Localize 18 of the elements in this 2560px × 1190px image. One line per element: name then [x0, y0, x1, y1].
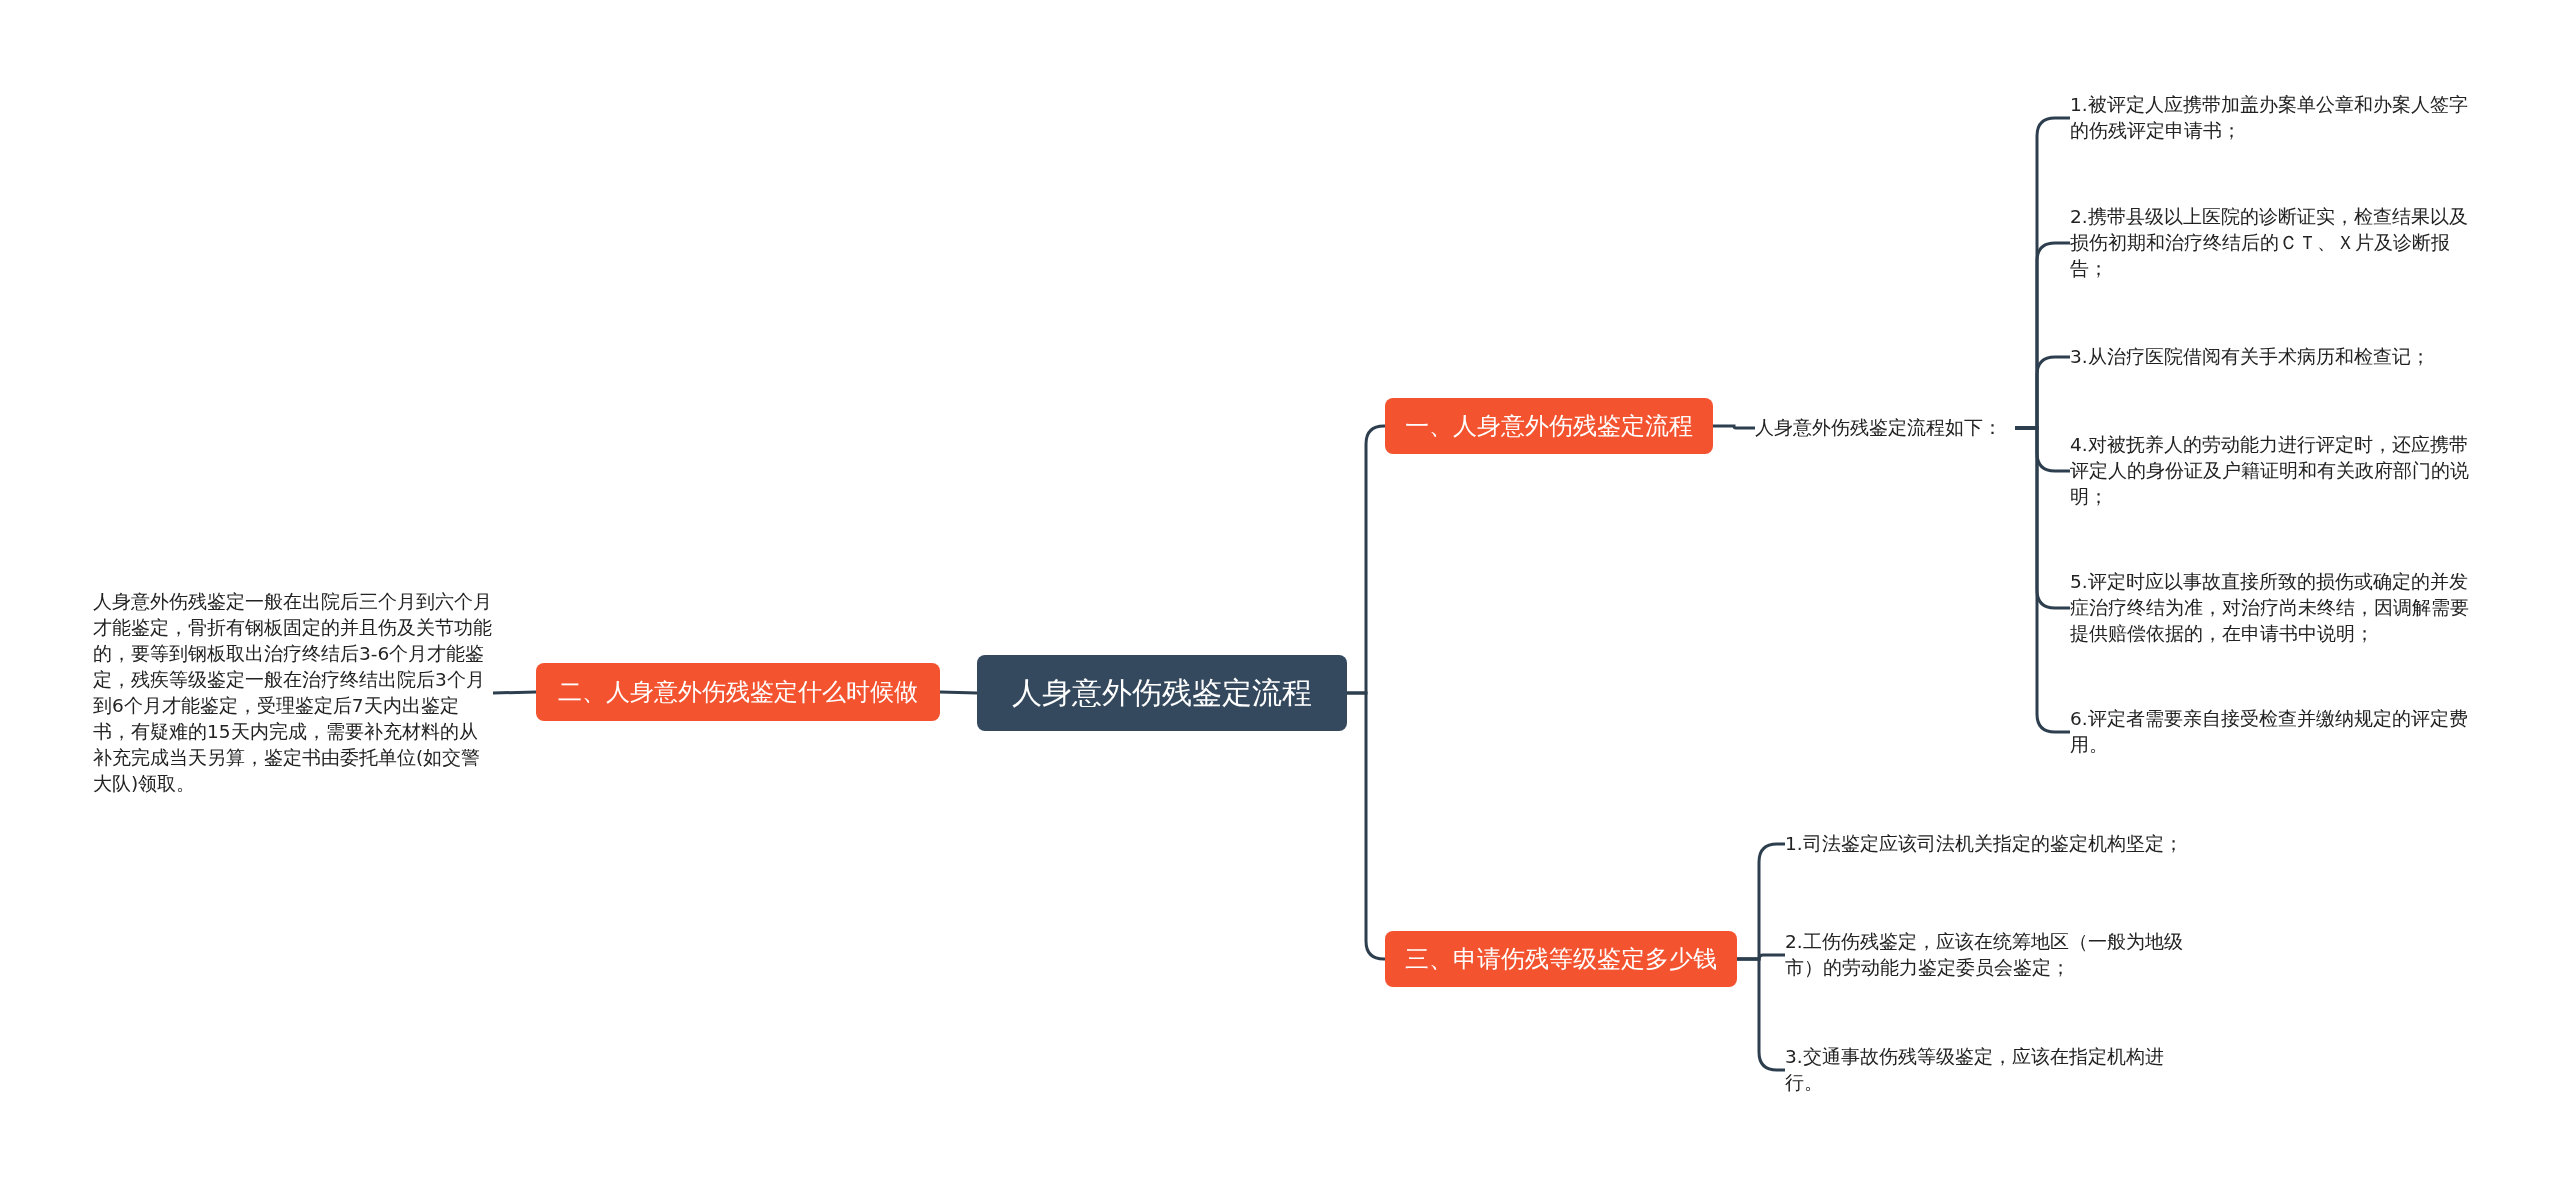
topic-text: 1.被评定人应携带加盖办案单公章和办案人签字的伤残评定申请书； [2070, 93, 2469, 143]
topic-text: 3.从治疗医院借阅有关手术病历和检查记； [2070, 345, 2430, 369]
connector-line [939, 690, 978, 695]
topic-box: 二、人身意外伤残鉴定什么时候做 [536, 663, 940, 721]
topic-text: 1.司法鉴定应该司法机关指定的鉴定机构坚定； [1785, 832, 2183, 856]
root-topic-box: 人身意外伤残鉴定流程 [977, 655, 1347, 731]
connector-line [492, 690, 537, 695]
topic-text: 2.携带县级以上医院的诊断证实，检查结果以及损伤初期和治疗终结后的ＣＴ、Ｘ片及诊断报告； [2070, 205, 2469, 281]
topic-text: 人身意外伤残鉴定一般在出院后三个月到六个月才能鉴定，骨折有钢板固定的并且伤及关节功能的，要等到钢板取出治疗终结后3-6个月才能鉴定，残疾等级鉴定一般在治疗终结出院后3个月到6个月才能鉴定，受理鉴定后7天内出鉴定书，有疑难的15天内完成，需要补充材料的从补充完成当天另算，鉴定书由委托单位(如交警大队)领取。 [93, 590, 493, 796]
topic-text: 人身意外伤残鉴定流程如下： [1755, 416, 2002, 440]
connector-line [1713, 424, 1755, 430]
topic-text: 6.评定者需要亲自接受检查并缴纳规定的评定费用。 [2070, 707, 2469, 757]
topic-text: 4.对被抚养人的劳动能力进行评定时，还应携带评定人的身份证及户籍证明和有关政府部门的说明； [2070, 433, 2470, 509]
topic-box: 一、人身意外伤残鉴定流程 [1385, 398, 1713, 454]
topic-box: 三、申请伤残等级鉴定多少钱 [1385, 931, 1737, 987]
topic-text: 5.评定时应以事故直接所致的损伤或确定的并发症治疗终结为准，对治疗尚未终结，因调解需要提供赔偿依据的，在申请书中说明； [2070, 570, 2470, 646]
topic-text: 2.工伤伤残鉴定，应该在统筹地区（一般为地级市）的劳动能力鉴定委员会鉴定； [1785, 930, 2184, 980]
topic-text: 3.交通事故伤残等级鉴定，应该在指定机构进行。 [1785, 1045, 2165, 1095]
